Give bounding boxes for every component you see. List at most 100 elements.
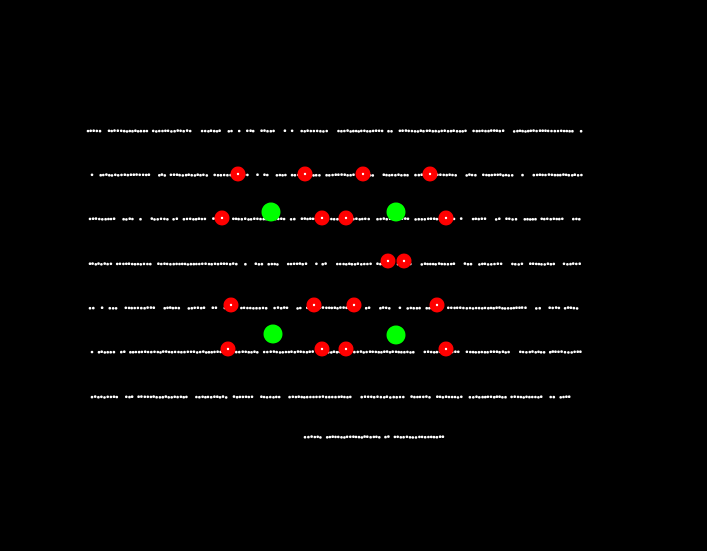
white-dot [164,350,168,353]
white-dot [538,306,541,310]
white-dot [300,129,304,133]
white-dot [115,395,119,399]
white-dot [345,263,348,266]
white-dot [453,395,457,399]
white-dot [534,217,537,221]
white-dot [276,263,279,266]
white-dot [364,306,368,310]
white-dot [366,130,369,133]
white-dot [442,173,446,177]
white-dot [489,395,493,399]
white-dot [498,350,501,354]
white-dot [471,350,475,354]
white-dot [511,262,514,266]
white-dot [275,174,279,177]
red-marker-center-dot [226,347,230,351]
white-dot [330,306,334,310]
white-dot [309,395,312,399]
red-marker-center-dot [229,303,233,307]
white-dot [306,129,309,132]
white-dot [309,217,312,220]
white-dot [103,396,106,399]
white-dot [483,350,487,354]
white-dot [416,395,419,399]
white-dot [130,395,134,399]
white-dot [452,129,456,132]
white-dot [150,217,154,220]
white-dot [397,173,400,176]
white-dot [440,129,444,133]
white-dot [403,173,407,177]
white-dot [388,351,392,354]
white-dot [578,262,581,266]
white-dot [449,129,453,133]
white-dot [436,395,439,399]
white-dot [238,350,241,354]
white-dot [555,217,558,221]
white-dot [371,350,375,354]
white-dot [496,262,500,266]
white-dot [273,262,277,266]
white-dot [303,435,307,439]
white-dot [559,173,562,177]
white-dot [406,217,410,221]
white-dot [107,217,110,221]
white-dot [346,395,349,399]
white-dot [262,350,266,354]
white-dot [493,173,497,177]
white-dot [112,217,116,220]
white-dot [160,173,164,176]
white-dot [293,217,296,221]
white-dot [506,307,510,310]
white-dot [185,129,189,132]
white-dot [474,306,478,310]
white-dot [406,173,409,177]
white-dot [173,350,177,354]
white-dot [525,395,528,399]
white-dot [505,217,508,220]
white-dot [109,395,113,399]
white-dot [515,306,518,310]
white-dot [434,263,438,266]
white-dot [379,395,383,399]
white-dot [339,306,342,309]
white-dot [573,350,576,354]
white-dot [164,395,168,398]
white-dot [187,173,190,176]
white-dot [481,262,484,266]
white-dot [383,350,386,354]
white-dot [437,130,441,133]
white-dot [115,262,119,266]
white-dot [270,262,274,266]
red-marker-center-dot [312,303,316,307]
white-dot [384,435,387,439]
white-dot [528,350,532,354]
white-dot [418,306,421,310]
white-dot [448,173,451,176]
white-dot [402,395,405,399]
white-dot [186,263,190,266]
white-dot [318,395,322,399]
white-dot [255,351,259,354]
white-dot [97,395,100,399]
white-dot [331,395,334,399]
white-dot [204,395,207,399]
white-dot [394,173,397,177]
white-dot [451,173,454,177]
white-dot [288,395,291,399]
white-dot [514,217,518,221]
white-dot [199,173,202,177]
green-marker [386,202,406,222]
white-dot [438,395,442,399]
white-dot [483,262,487,266]
white-dot [434,129,438,133]
white-dot [403,350,406,354]
white-dot [272,129,275,133]
white-dot [334,395,337,399]
white-dot [382,396,386,399]
white-dot [155,130,158,133]
white-dot [202,350,205,353]
white-dot [184,173,188,177]
white-dot [161,395,165,399]
white-dot [414,218,417,221]
